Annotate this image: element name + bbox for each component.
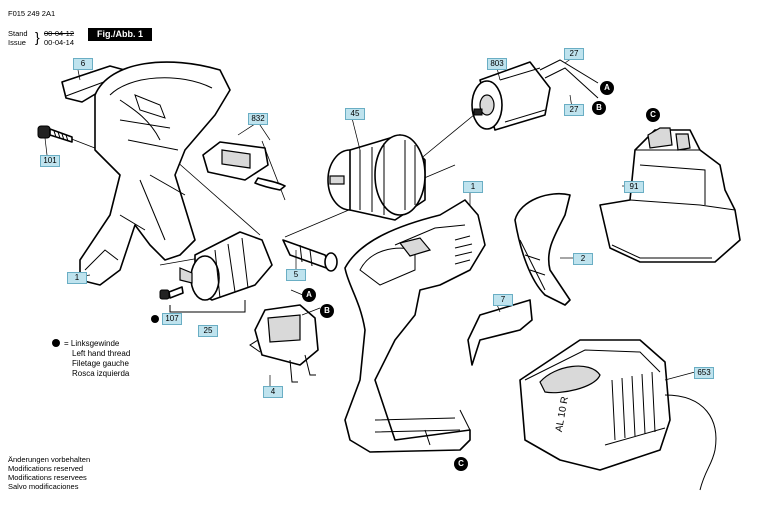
figure-label: Fig./Abb. 1 bbox=[88, 28, 152, 41]
gearbox-45 bbox=[327, 134, 426, 221]
housing-half-right bbox=[344, 199, 486, 453]
part-tag-45[interactable]: 45 bbox=[345, 108, 365, 120]
brace-icon: } bbox=[35, 29, 40, 45]
part-tag-2[interactable]: 2 bbox=[573, 253, 593, 265]
stand-date: 00-04-12 bbox=[44, 29, 75, 38]
note-line-1: Änderungen vorbehalten bbox=[8, 455, 91, 464]
part-tag-27-upper[interactable]: 27 bbox=[564, 48, 584, 60]
switch-cover-832 bbox=[202, 141, 286, 191]
grip-7 bbox=[467, 299, 533, 366]
legend-line-1: Linksgewinde bbox=[70, 339, 120, 348]
marker-c-battery: C bbox=[646, 108, 660, 122]
coupling-5 bbox=[282, 239, 338, 272]
motor-leads-27 bbox=[539, 59, 599, 99]
chuck-assembly bbox=[179, 231, 273, 301]
legend-line-3: Filetage gauche bbox=[72, 359, 129, 368]
screw-101 bbox=[37, 125, 73, 143]
modifications-note: Änderungen vorbehalten Modifications res… bbox=[8, 455, 90, 491]
legend-line-4: Rosca izquierda bbox=[72, 369, 130, 378]
part-tag-25[interactable]: 25 bbox=[198, 325, 218, 337]
marker-a-motor: A bbox=[600, 81, 614, 95]
part-tag-5[interactable]: 5 bbox=[286, 269, 306, 281]
part-tag-6[interactable]: 6 bbox=[73, 58, 93, 70]
battery-pack-91 bbox=[599, 127, 741, 263]
part-tag-4[interactable]: 4 bbox=[263, 386, 283, 398]
part-tag-91[interactable]: 91 bbox=[624, 181, 644, 193]
bullet-icon bbox=[52, 339, 60, 347]
legend: = Linksgewinde Left hand thread Filetage… bbox=[52, 339, 130, 379]
issue-date: 00-04-14 bbox=[44, 38, 75, 47]
note-line-2: Modifications reserved bbox=[8, 464, 84, 473]
marker-c-housing: C bbox=[454, 457, 468, 471]
part-tag-1-right[interactable]: 1 bbox=[463, 181, 483, 193]
part-tag-1-left[interactable]: 1 bbox=[67, 272, 87, 284]
marker-b-switch: B bbox=[320, 304, 334, 318]
side-cover-2 bbox=[514, 193, 571, 306]
part-tag-653[interactable]: 653 bbox=[694, 367, 714, 379]
charger-653: AL 10 R bbox=[519, 339, 717, 491]
bracket-25 bbox=[169, 300, 246, 313]
part-tag-7[interactable]: 7 bbox=[493, 294, 513, 306]
part-tag-27-lower[interactable]: 27 bbox=[564, 104, 584, 116]
legend-line-2: Left hand thread bbox=[72, 349, 131, 358]
part-tag-832[interactable]: 832 bbox=[248, 113, 268, 125]
motor-803 bbox=[471, 61, 551, 131]
left-hand-thread-dot-icon bbox=[151, 315, 159, 323]
document-number: F015 249 2A1 bbox=[8, 9, 56, 18]
switch-4 bbox=[249, 304, 319, 383]
chuck-screw-107 bbox=[159, 286, 184, 300]
part-tag-101[interactable]: 101 bbox=[40, 155, 60, 167]
issue-label: Issue bbox=[8, 38, 26, 47]
note-line-3: Modifications reservees bbox=[8, 473, 87, 482]
part-tag-107[interactable]: 107 bbox=[162, 313, 182, 325]
marker-a-switch: A bbox=[302, 288, 316, 302]
legend-eq: = bbox=[64, 339, 69, 348]
marker-b-motor: B bbox=[592, 101, 606, 115]
stand-label: Stand bbox=[8, 29, 28, 38]
note-line-4: Salvo modificaciones bbox=[8, 482, 79, 491]
part-tag-803[interactable]: 803 bbox=[487, 58, 507, 70]
